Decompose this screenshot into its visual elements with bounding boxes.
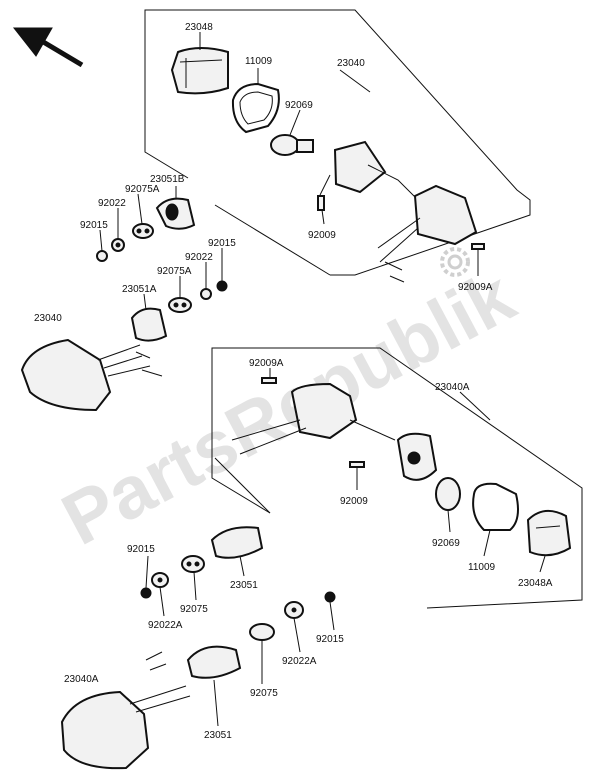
- washer-92075a-mid: [168, 297, 192, 313]
- part-label[interactable]: 23040: [34, 313, 62, 324]
- washer-92022a-lower-left: [151, 572, 169, 588]
- washer-92022-mid: [200, 288, 212, 300]
- part-label[interactable]: 11009: [245, 56, 273, 67]
- screw-92009: [317, 195, 325, 211]
- part-label[interactable]: 92069: [285, 100, 313, 111]
- watermark-text: PartsRepublik: [49, 254, 528, 561]
- part-label[interactable]: 92015: [127, 544, 155, 555]
- washer-92075-lower: [249, 623, 275, 641]
- lens-23048: [170, 47, 229, 95]
- socket-housing: [319, 140, 419, 201]
- nut-92015-lower-right: [324, 591, 336, 603]
- signal-body-23040a-lower: [60, 651, 191, 770]
- signal-body-23040: [377, 184, 478, 283]
- part-label[interactable]: 92022: [185, 252, 213, 263]
- part-label[interactable]: 23051: [230, 580, 258, 591]
- nut-92015-upper: [96, 250, 108, 262]
- part-label[interactable]: 92022A: [148, 620, 183, 631]
- signal-body-23040-left: [20, 338, 163, 412]
- gear-icon: [440, 247, 470, 277]
- part-label[interactable]: 23051B: [150, 174, 185, 185]
- part-label[interactable]: 23040A: [64, 674, 99, 685]
- grommet-23051a: [130, 307, 168, 342]
- gasket-11009: [231, 82, 280, 134]
- front-direction-arrow-icon: [12, 27, 84, 68]
- socket-housing-lower: [396, 432, 438, 481]
- part-label[interactable]: 92075A: [157, 266, 192, 277]
- leader-lines: [99, 32, 546, 727]
- part-label[interactable]: 92015: [316, 634, 344, 645]
- lens-23048a: [526, 509, 572, 557]
- part-label[interactable]: 92009A: [458, 282, 493, 293]
- part-label[interactable]: 23040: [337, 58, 365, 69]
- part-label[interactable]: 11009: [468, 562, 496, 573]
- part-label[interactable]: 92075: [250, 688, 278, 699]
- grommet-23051b: [155, 197, 196, 230]
- grommet-23051-mid: [210, 526, 264, 559]
- part-number-labels: 23048 11009 23040 92069 23051B 92075A 92…: [34, 22, 553, 741]
- nut-92015-lower-left: [140, 587, 152, 599]
- part-label[interactable]: 92015: [208, 238, 236, 249]
- part-label[interactable]: 92069: [432, 538, 460, 549]
- bulb-92069-lower: [435, 477, 461, 511]
- gasket-11009-lower: [472, 482, 519, 531]
- washer-92022-upper: [111, 238, 125, 252]
- screw-92009-lower: [349, 461, 365, 468]
- screw-92009a-upper: [471, 243, 485, 250]
- lower-assembly-bracket: [211, 347, 583, 609]
- nut-92015-mid: [216, 280, 228, 292]
- part-label[interactable]: 92022A: [282, 656, 317, 667]
- upper-assembly-bracket: [144, 9, 531, 276]
- part-label[interactable]: 92075A: [125, 184, 160, 195]
- part-label[interactable]: 92009: [308, 230, 336, 241]
- part-label[interactable]: 23040A: [435, 382, 470, 393]
- part-label[interactable]: 92009: [340, 496, 368, 507]
- part-label[interactable]: 92022: [98, 198, 126, 209]
- part-label[interactable]: 23048: [185, 22, 213, 33]
- signal-body-23040a: [231, 382, 396, 455]
- washer-92075a-upper: [132, 223, 154, 239]
- part-label[interactable]: 23048A: [518, 578, 553, 589]
- part-label[interactable]: 23051A: [122, 284, 157, 295]
- washer-92022a-lower-right: [284, 601, 304, 619]
- part-label[interactable]: 92009A: [249, 358, 284, 369]
- grommet-23051-lower: [186, 645, 242, 679]
- bulb-92069: [270, 134, 314, 156]
- part-label[interactable]: 92075: [180, 604, 208, 615]
- washer-92075-mid: [181, 555, 205, 573]
- part-label[interactable]: 23051: [204, 730, 232, 741]
- screw-92009a-lower: [261, 377, 277, 384]
- part-label[interactable]: 92015: [80, 220, 108, 231]
